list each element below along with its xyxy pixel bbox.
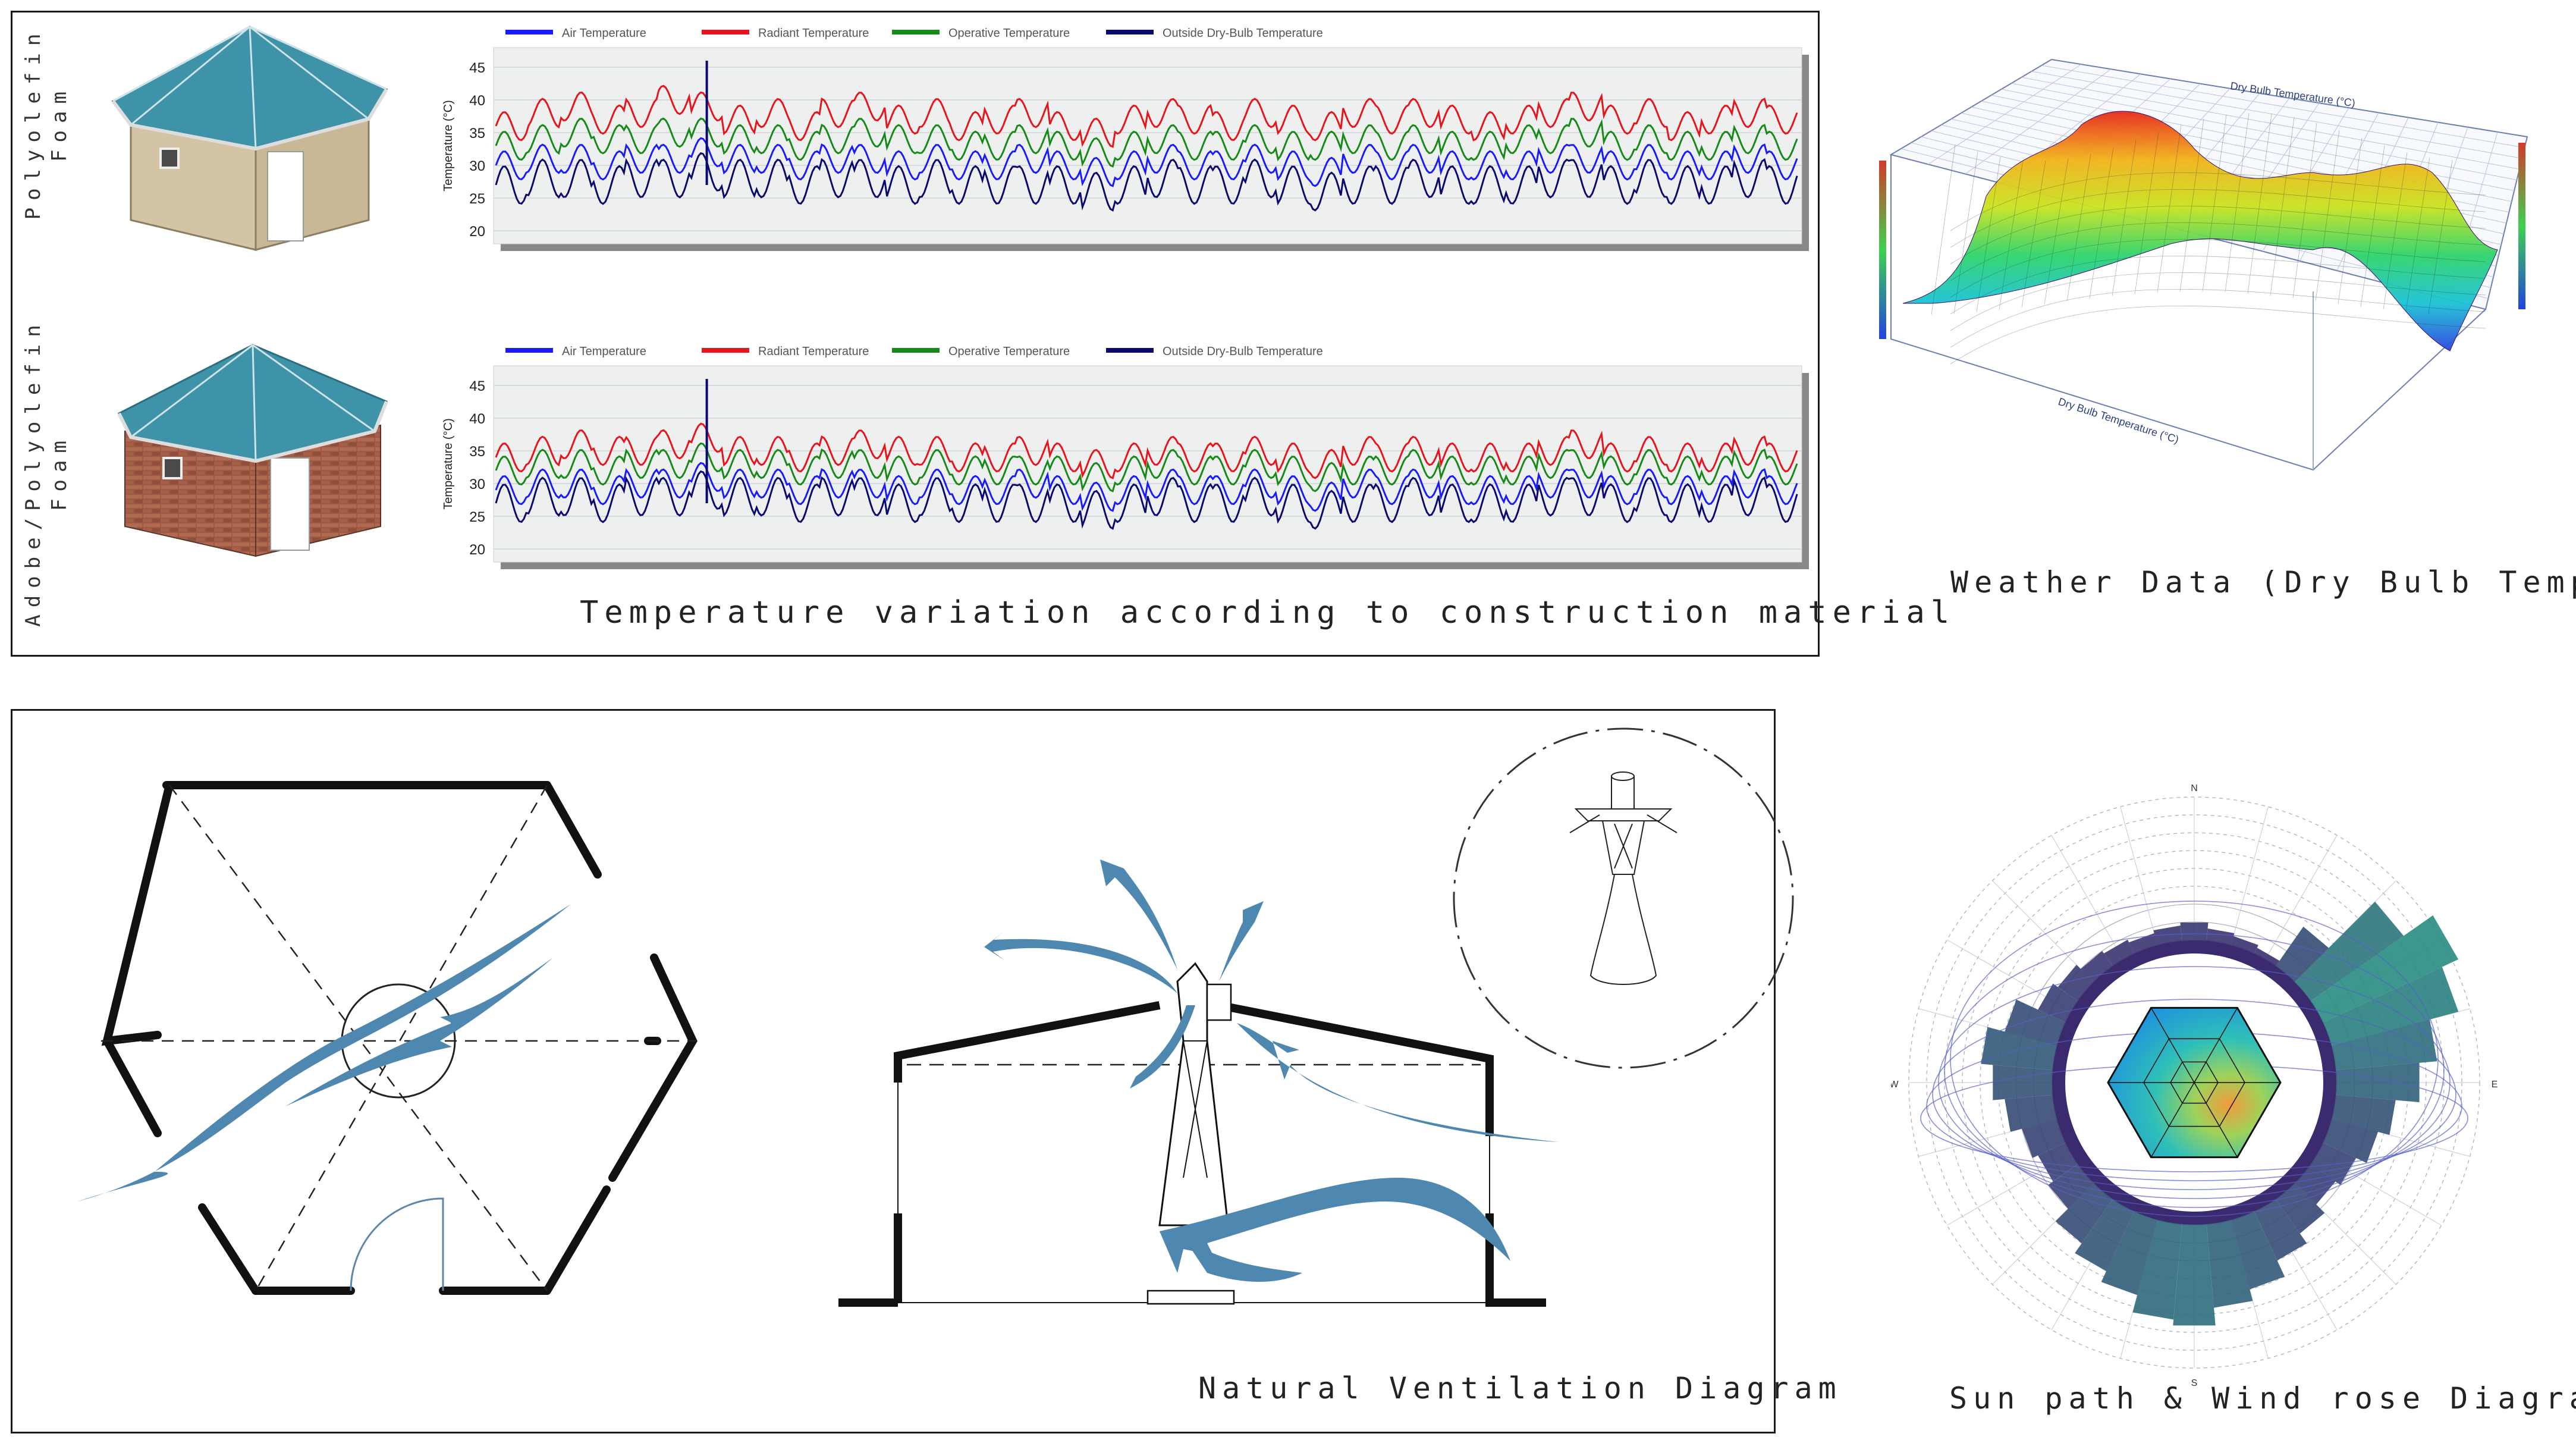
y-tick-label: 25	[469, 509, 485, 525]
wind-rose-petal	[2272, 1179, 2325, 1234]
wind-rose-petal	[1981, 1027, 2062, 1071]
wind-rose-petal	[2075, 1194, 2137, 1272]
y-tick-label: 35	[469, 444, 485, 460]
wind-rose-petal	[2306, 915, 2459, 1025]
sun-path-arc	[1938, 966, 2451, 1199]
series-line	[495, 462, 1798, 512]
wind-rose-petal	[2022, 1118, 2071, 1158]
wind-rose-petal	[2229, 1206, 2285, 1290]
ventilation-caption: Natural Ventilation Diagram	[1198, 1371, 1842, 1406]
compass-label: E	[2492, 1080, 2498, 1090]
weather-3d-surface: Dry Bulb Temperature (°C) Dry Bulb Tempe…	[1879, 58, 2528, 471]
wind-rose-petal	[2132, 1215, 2182, 1320]
wind-rose-petal	[2101, 1206, 2159, 1295]
ventilation-section-diagram	[838, 859, 1558, 1307]
polyolefin-building-model	[111, 26, 388, 251]
hex-ring	[2170, 1061, 2219, 1104]
series-line	[495, 137, 1798, 187]
row-label-adobe: Adobe/Polyolefin Foam	[21, 318, 71, 627]
y-axis-label: Temperature (°C)	[442, 100, 455, 192]
y-tick-label: 30	[469, 158, 485, 174]
series-line	[495, 117, 1798, 168]
legend-label: Radiant Temperature	[758, 345, 869, 358]
y-tick-label: 30	[469, 476, 485, 492]
legend-label: Operative Temperature	[948, 27, 1070, 40]
legend-label: Air Temperature	[562, 27, 646, 40]
y-tick-label: 35	[469, 126, 485, 142]
wind-rose-petal	[2330, 1062, 2420, 1103]
sunpath-windrose-diagram: N E S W	[1891, 783, 2498, 1388]
compass-label: S	[2191, 1378, 2198, 1388]
legend-label: Air Temperature	[562, 345, 646, 358]
sunpath-caption: Sun path & Wind rose Diagram	[1949, 1381, 2576, 1416]
wind-rose-petal	[2326, 1094, 2396, 1135]
adobe-building-model	[117, 344, 388, 557]
y-tick-label: 20	[469, 542, 485, 558]
wind-rose-petal	[2272, 926, 2329, 986]
y-tick-label: 45	[469, 378, 485, 394]
compass-label: W	[1891, 1080, 1899, 1090]
hex-spoke	[2150, 1008, 2195, 1083]
y-tick-label: 45	[469, 60, 485, 76]
sun-path-arc	[1944, 933, 2445, 1208]
wind-rose-petal	[2252, 1194, 2307, 1261]
compass-label: N	[2191, 783, 2198, 793]
temperature-caption: Temperature variation according to const…	[580, 595, 1956, 630]
hex-ring	[2143, 1038, 2245, 1127]
wind-rose-petal	[2005, 999, 2071, 1047]
series-line	[495, 470, 1798, 530]
hex-spoke	[2194, 1008, 2238, 1083]
legend-label: Outside Dry-Bulb Temperature	[1163, 27, 1323, 40]
ventilation-panel	[11, 709, 1776, 1433]
weather-axis-bottom: Dry Bulb Temperature (°C)	[2057, 396, 2181, 446]
wind-rose-petal	[2306, 1140, 2356, 1185]
y-axis-label: Temperature (°C)	[442, 418, 455, 510]
ventilation-plan-diagram	[77, 781, 698, 1295]
hex-spoke	[2194, 1082, 2238, 1157]
wind-rose-petal	[2173, 1219, 2216, 1326]
series-line	[495, 442, 1798, 492]
y-tick-label: 40	[469, 93, 485, 109]
wind-rose-petal	[1993, 1065, 2058, 1100]
series-line	[495, 84, 1798, 148]
wind-rose-petal	[2291, 901, 2404, 1005]
row-label-polyolefin: Polyolefin Foam	[21, 26, 71, 220]
sun-path-arc	[1950, 901, 2439, 1217]
wind-rose-petal	[2206, 1215, 2253, 1308]
wind-rose-petal	[2180, 923, 2209, 946]
hex-spoke	[2150, 1082, 2195, 1157]
legend-label: Radiant Temperature	[758, 27, 869, 40]
series-line	[495, 152, 1798, 212]
y-tick-label: 25	[469, 191, 485, 207]
y-tick-label: 20	[469, 224, 485, 240]
wind-rose-petal	[2055, 1179, 2116, 1244]
y-tick-label: 40	[469, 411, 485, 427]
chimney-cap-detail	[1453, 727, 1794, 1069]
legend-label: Outside Dry-Bulb Temperature	[1163, 345, 1323, 358]
wind-rose-petal	[2318, 1118, 2379, 1163]
series-line	[495, 422, 1798, 479]
wind-rose-petal	[2005, 1094, 2062, 1132]
legend-label: Operative Temperature	[948, 345, 1070, 358]
weather-caption: Weather Data (Dry Bulb Temp)	[1950, 565, 2576, 600]
wind-rose-petal	[2326, 1019, 2437, 1071]
sun-path-arc	[1932, 999, 2456, 1190]
